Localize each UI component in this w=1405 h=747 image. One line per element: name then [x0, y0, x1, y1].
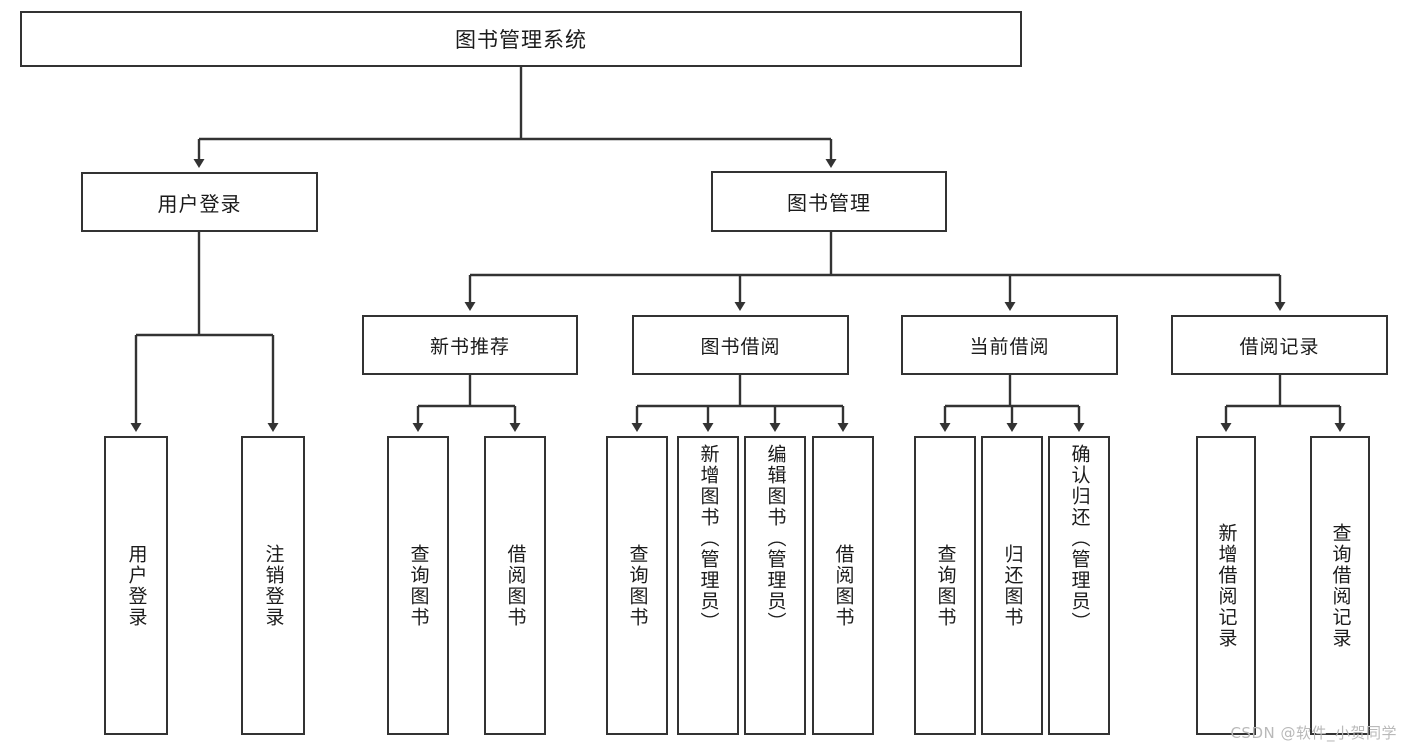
node-leaf-query-book-2-label: 查询图书: [626, 543, 649, 628]
node-leaf-query-book-3[interactable]: 查询图书: [914, 436, 976, 735]
node-borrow-record[interactable]: 借阅记录: [1171, 315, 1388, 375]
node-leaf-borrow-book-2-label: 借阅图书: [832, 543, 855, 628]
node-leaf-query-record-label: 查询借阅记录: [1329, 522, 1352, 649]
node-borrow-record-label: 借阅记录: [1239, 335, 1320, 358]
node-user-login-label: 用户登录: [157, 191, 242, 216]
node-root-label: 图书管理系统: [455, 28, 587, 52]
node-new-book-rec[interactable]: 新书推荐: [362, 315, 578, 375]
node-book-manage-label: 图书管理: [787, 191, 871, 215]
node-leaf-confirm-return-label: 确认归还（管理员）: [1068, 444, 1091, 633]
node-book-borrow[interactable]: 图书借阅: [632, 315, 849, 375]
node-leaf-query-record[interactable]: 查询借阅记录: [1310, 436, 1370, 735]
node-new-book-rec-label: 新书推荐: [429, 335, 510, 358]
node-leaf-return-book[interactable]: 归还图书: [981, 436, 1043, 735]
node-user-login[interactable]: 用户登录: [81, 172, 318, 232]
node-leaf-add-record[interactable]: 新增借阅记录: [1196, 436, 1256, 735]
node-leaf-borrow-book-1-label: 借阅图书: [504, 543, 527, 628]
node-book-borrow-label: 图书借阅: [700, 335, 781, 358]
node-leaf-user-login[interactable]: 用户登录: [104, 436, 168, 735]
node-current-borrow-label: 当前借阅: [969, 335, 1050, 358]
node-leaf-logout-label: 注销登录: [262, 543, 285, 628]
node-leaf-edit-book-label: 编辑图书（管理员）: [764, 444, 787, 633]
node-leaf-edit-book[interactable]: 编辑图书（管理员）: [744, 436, 806, 735]
node-leaf-add-book-label: 新增图书（管理员）: [697, 444, 720, 633]
node-root[interactable]: 图书管理系统: [20, 11, 1022, 67]
node-leaf-query-book-3-label: 查询图书: [934, 543, 957, 628]
watermark-text: CSDN @软件_小贺同学: [1230, 724, 1397, 742]
node-leaf-confirm-return[interactable]: 确认归还（管理员）: [1048, 436, 1110, 735]
node-leaf-query-book-2[interactable]: 查询图书: [606, 436, 668, 735]
node-book-manage[interactable]: 图书管理: [711, 171, 947, 232]
node-current-borrow[interactable]: 当前借阅: [901, 315, 1118, 375]
node-leaf-return-book-label: 归还图书: [1001, 543, 1024, 628]
node-leaf-logout[interactable]: 注销登录: [241, 436, 305, 735]
node-leaf-user-login-label: 用户登录: [125, 543, 148, 628]
node-leaf-borrow-book-2[interactable]: 借阅图书: [812, 436, 874, 735]
node-leaf-query-book-1[interactable]: 查询图书: [387, 436, 449, 735]
node-leaf-add-record-label: 新增借阅记录: [1215, 522, 1238, 649]
node-leaf-borrow-book-1[interactable]: 借阅图书: [484, 436, 546, 735]
node-leaf-add-book[interactable]: 新增图书（管理员）: [677, 436, 739, 735]
node-leaf-query-book-1-label: 查询图书: [407, 543, 430, 628]
